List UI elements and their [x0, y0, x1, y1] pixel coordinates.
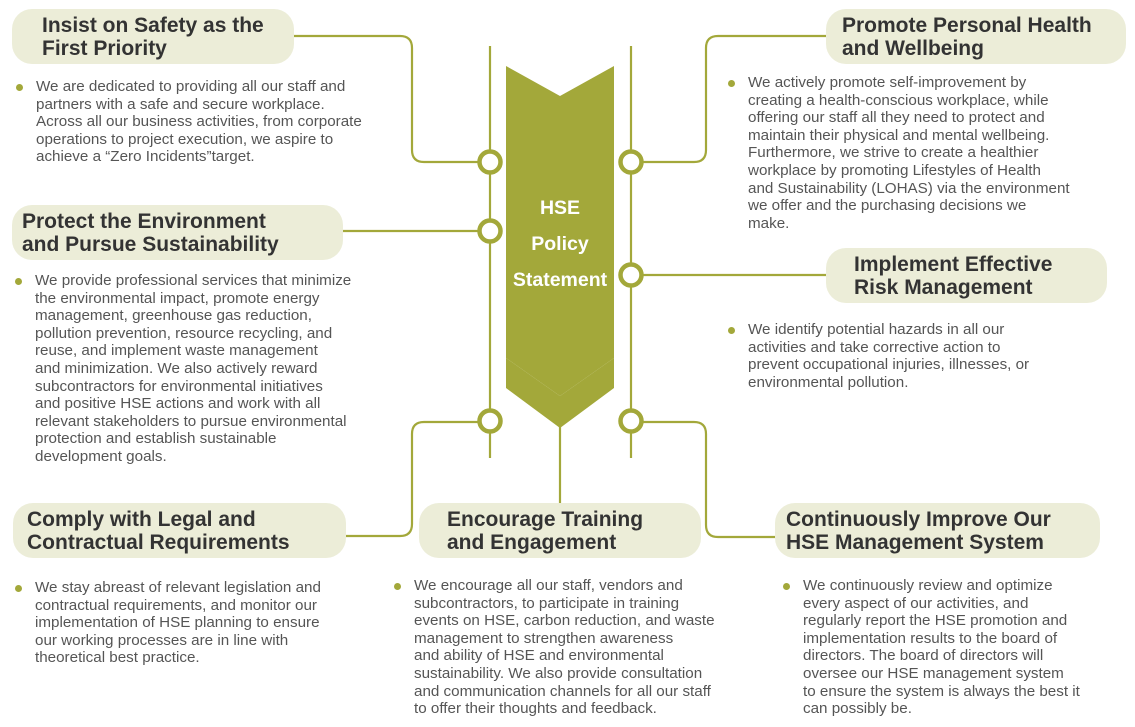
- training-heading: Encourage Training and Engagement: [419, 503, 701, 558]
- training-body-text: We encourage all our staff, vendors and …: [414, 577, 715, 718]
- bullet-icon: [15, 585, 22, 592]
- legal-heading: Comply with Legal and Contractual Requir…: [13, 503, 346, 558]
- risk-heading-line1: Implement Effective: [854, 253, 1053, 276]
- health-heading-line1: Promote Personal Health: [842, 14, 1092, 37]
- node-circle-environment: [477, 218, 503, 244]
- bullet-icon: [394, 583, 401, 590]
- central-chevron: [506, 358, 614, 428]
- training-heading-line2: and Engagement: [447, 531, 617, 554]
- training-heading-line1: Encourage Training: [447, 508, 644, 531]
- node-circle-risk: [618, 262, 644, 288]
- health-heading: Promote Personal Health and Wellbeing: [826, 9, 1126, 64]
- improve-body-text: We continuously review and optimize ever…: [803, 577, 1080, 718]
- risk-body-text: We identify potential hazards in all our…: [748, 321, 1030, 391]
- environment-body-text: We provide professional services that mi…: [35, 272, 352, 465]
- safety-body: We are dedicated to providing all our st…: [16, 78, 416, 166]
- connector-legal: [346, 420, 478, 538]
- improve-body: We continuously review and optimize ever…: [783, 577, 1133, 718]
- node-circle-improve: [618, 408, 644, 434]
- safety-heading-line1: Insist on Safety as the: [42, 14, 264, 37]
- improve-heading: Continuously Improve Our HSE Management …: [775, 503, 1100, 558]
- legal-heading-line1: Comply with Legal and: [27, 508, 256, 531]
- risk-heading-line2: Risk Management: [854, 276, 1033, 299]
- legal-heading-line2: Contractual Requirements: [27, 531, 290, 554]
- connector-health: [643, 34, 826, 164]
- center-label-line3: Statement: [512, 269, 608, 291]
- bullet-icon: [783, 583, 790, 590]
- node-circle-health: [618, 149, 644, 175]
- health-body-text: We actively promote self-improvement by …: [748, 74, 1070, 232]
- improve-heading-line1: Continuously Improve Our: [786, 508, 1051, 531]
- health-heading-line2: and Wellbeing: [842, 37, 984, 60]
- bullet-icon: [16, 84, 23, 91]
- connector-improve: [643, 420, 776, 539]
- environment-heading-line1: Protect the Environment: [22, 210, 266, 233]
- bullet-icon: [728, 327, 735, 334]
- node-circle-legal: [477, 408, 503, 434]
- legal-body: We stay abreast of relevant legislation …: [15, 579, 385, 667]
- center-label: HSE Policy Statement: [506, 190, 614, 298]
- safety-heading: Insist on Safety as the First Priority: [12, 9, 294, 64]
- improve-heading-line2: HSE Management System: [786, 531, 1044, 554]
- training-body: We encourage all our staff, vendors and …: [394, 577, 759, 718]
- environment-heading: Protect the Environment and Pursue Susta…: [12, 205, 343, 260]
- safety-heading-line2: First Priority: [42, 37, 167, 60]
- bullet-icon: [15, 278, 22, 285]
- center-label-line1: HSE: [539, 197, 581, 219]
- environment-heading-line2: and Pursue Sustainability: [22, 233, 279, 256]
- central-arrow: [506, 66, 614, 396]
- center-label-line2: Policy: [531, 233, 589, 255]
- connector-safety: [292, 34, 478, 164]
- node-circle-safety: [477, 149, 503, 175]
- environment-body: We provide professional services that mi…: [15, 272, 405, 466]
- safety-body-text: We are dedicated to providing all our st…: [36, 78, 362, 166]
- legal-body-text: We stay abreast of relevant legislation …: [35, 579, 321, 667]
- risk-heading: Implement Effective Risk Management: [826, 248, 1107, 303]
- health-body: We actively promote self-improvement by …: [728, 74, 1123, 232]
- bullet-icon: [728, 80, 735, 87]
- risk-body: We identify potential hazards in all our…: [728, 321, 1118, 391]
